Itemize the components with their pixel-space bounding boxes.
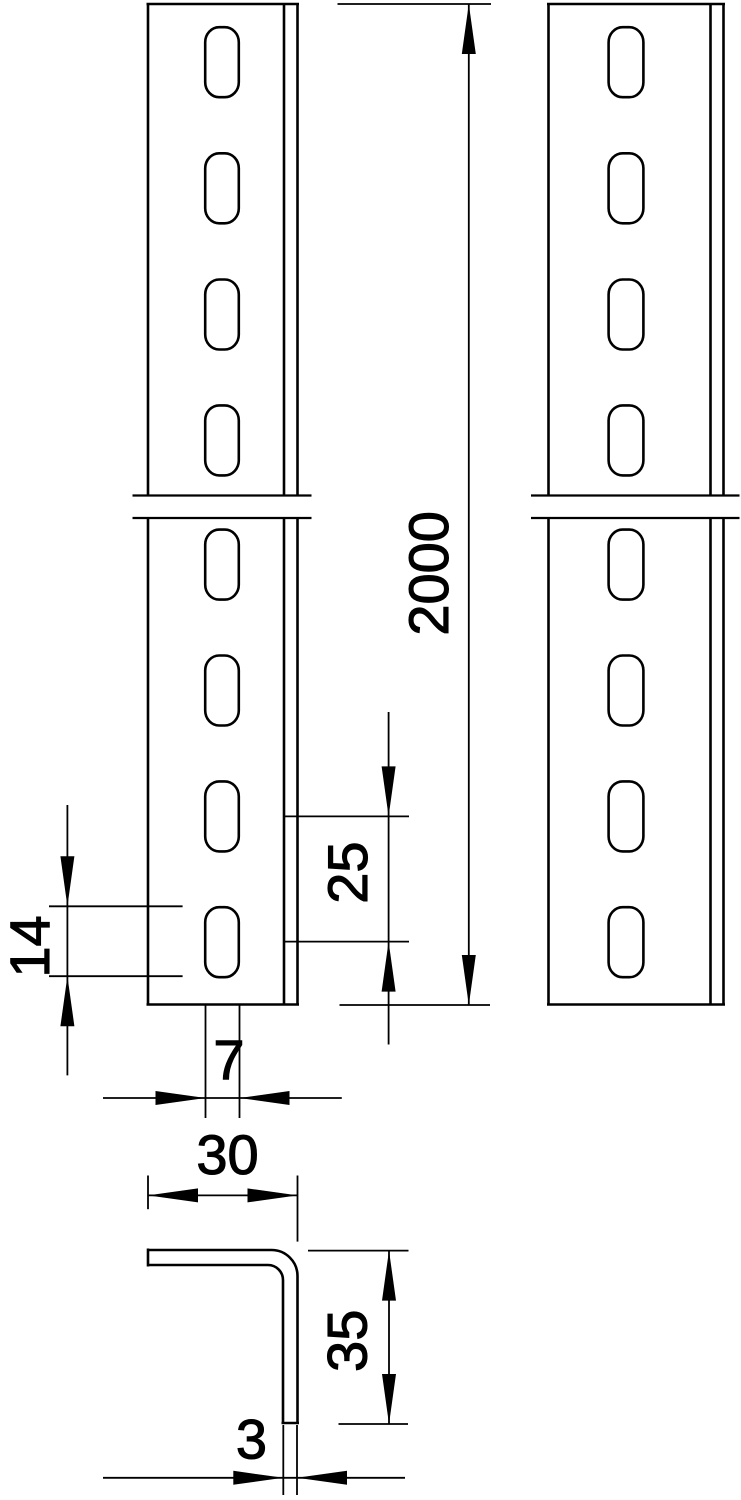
svg-text:30: 30 <box>196 1123 258 1186</box>
svg-text:7: 7 <box>213 1028 244 1091</box>
svg-text:35: 35 <box>316 1310 379 1372</box>
svg-text:2000: 2000 <box>397 511 460 636</box>
svg-text:14: 14 <box>0 915 61 977</box>
svg-text:3: 3 <box>236 1408 267 1471</box>
svg-text:25: 25 <box>316 841 379 903</box>
